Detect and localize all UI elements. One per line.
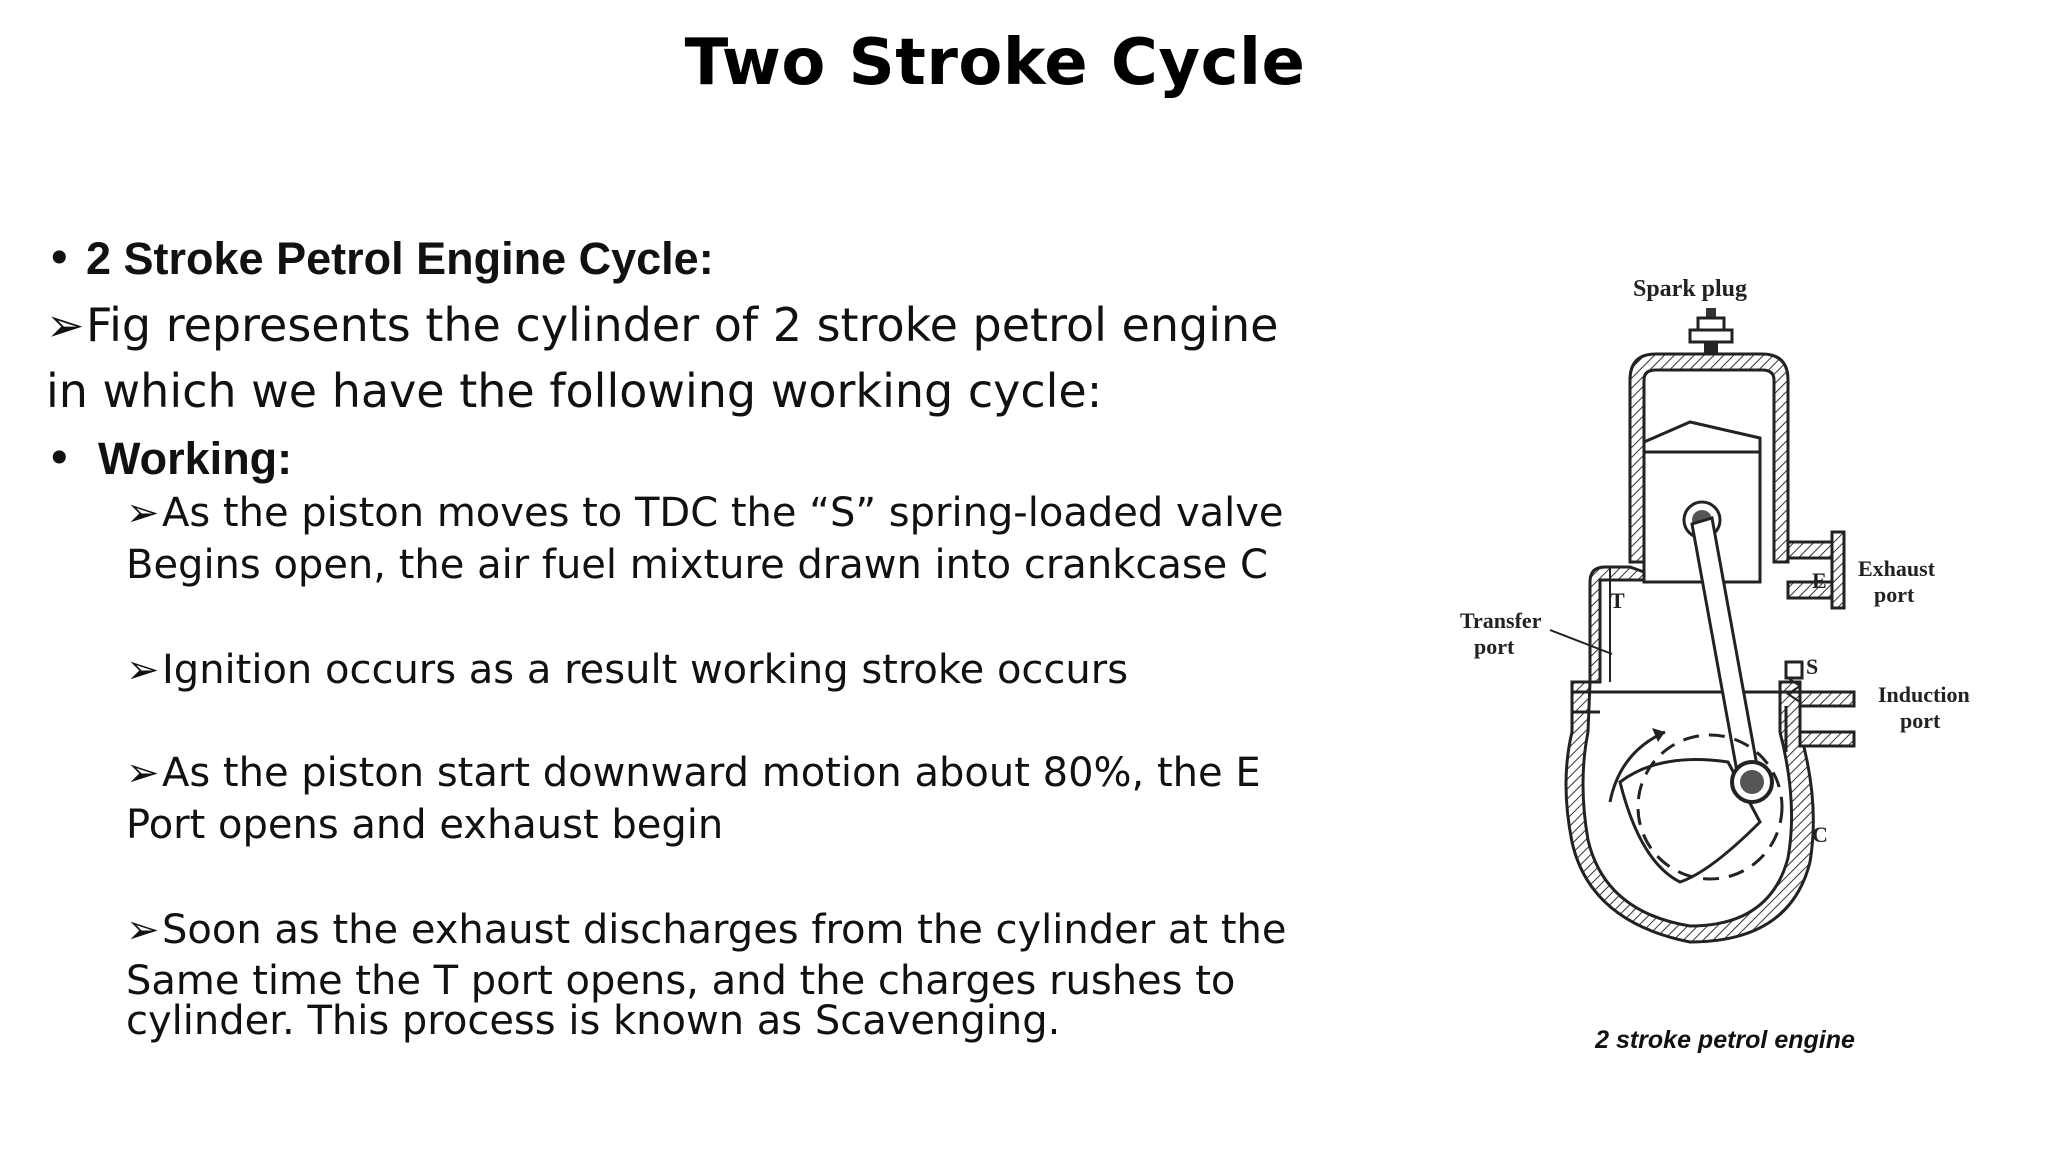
label-exhaust-1: Exhaust (1858, 556, 1936, 581)
crank-web (1618, 758, 1762, 884)
point-1-text-1: As the piston moves to TDC the “S” sprin… (162, 490, 1284, 536)
intro-line-1: ➢Fig represents the cylinder of 2 stroke… (46, 298, 1278, 352)
label-spark-plug: Spark plug (1633, 276, 1747, 302)
point-4-line-3: cylinder. This process is known as Scave… (126, 998, 1061, 1044)
bullet-icon: • (46, 432, 73, 485)
point-1-line-1: ➢As the piston moves to TDC the “S” spri… (126, 490, 1284, 536)
arrow-bullet-icon: ➢ (46, 298, 85, 352)
label-transfer-2: port (1474, 634, 1515, 659)
label-t: T (1610, 588, 1625, 613)
point-3-line-2: Port opens and exhaust begin (126, 802, 724, 848)
figure-caption: 2 stroke petrol engine (1595, 1026, 1855, 1054)
bullet-icon: • (46, 232, 73, 285)
arrow-bullet-icon: ➢ (126, 647, 160, 693)
point-4-line-2: Same time the T port opens, and the char… (126, 958, 1236, 1004)
label-exhaust-2: port (1874, 582, 1915, 607)
induction-port (1784, 660, 1856, 752)
point-3-text-1: As the piston start downward motion abou… (162, 750, 1261, 796)
engine-diagram: Spark plug Exhaust port Transfer port In… (1460, 276, 1970, 944)
section-heading: • 2 Stroke Petrol Engine Cycle: (46, 232, 714, 285)
working-heading-text: Working: (98, 433, 293, 484)
crank-circle (1636, 733, 1784, 881)
label-induction-2: port (1900, 708, 1941, 733)
transfer-passage (1588, 565, 1646, 684)
point-2-text-1: Ignition occurs as a result working stro… (162, 647, 1129, 693)
slide-title: Two Stroke Cycle (684, 26, 1306, 100)
label-transfer-1: Transfer (1460, 608, 1542, 633)
point-4-line-1: ➢Soon as the exhaust discharges from the… (126, 907, 1286, 953)
intro-line-2: in which we have the following working c… (46, 364, 1103, 418)
intro-text-1: Fig represents the cylinder of 2 stroke … (86, 298, 1279, 352)
arrow-bullet-icon: ➢ (126, 750, 160, 796)
cylinder-wall (1628, 352, 1790, 564)
point-2-line-1: ➢Ignition occurs as a result working str… (126, 647, 1128, 693)
arrow-bullet-icon: ➢ (126, 490, 160, 536)
label-induction-1: Induction (1878, 682, 1970, 707)
point-1-line-2: Begins open, the air fuel mixture drawn … (126, 542, 1268, 588)
label-e: E (1812, 568, 1827, 593)
arrow-bullet-icon: ➢ (126, 907, 160, 953)
exhaust-port (1786, 530, 1846, 610)
point-4-text-1: Soon as the exhaust discharges from the … (162, 907, 1287, 953)
working-heading: • Working: (46, 432, 292, 485)
label-c: C (1812, 822, 1828, 847)
section-heading-text: 2 Stroke Petrol Engine Cycle: (86, 233, 714, 284)
point-3-line-1: ➢As the piston start downward motion abo… (126, 750, 1261, 796)
label-s: S (1806, 654, 1818, 679)
spark-plug-icon (1688, 308, 1734, 354)
